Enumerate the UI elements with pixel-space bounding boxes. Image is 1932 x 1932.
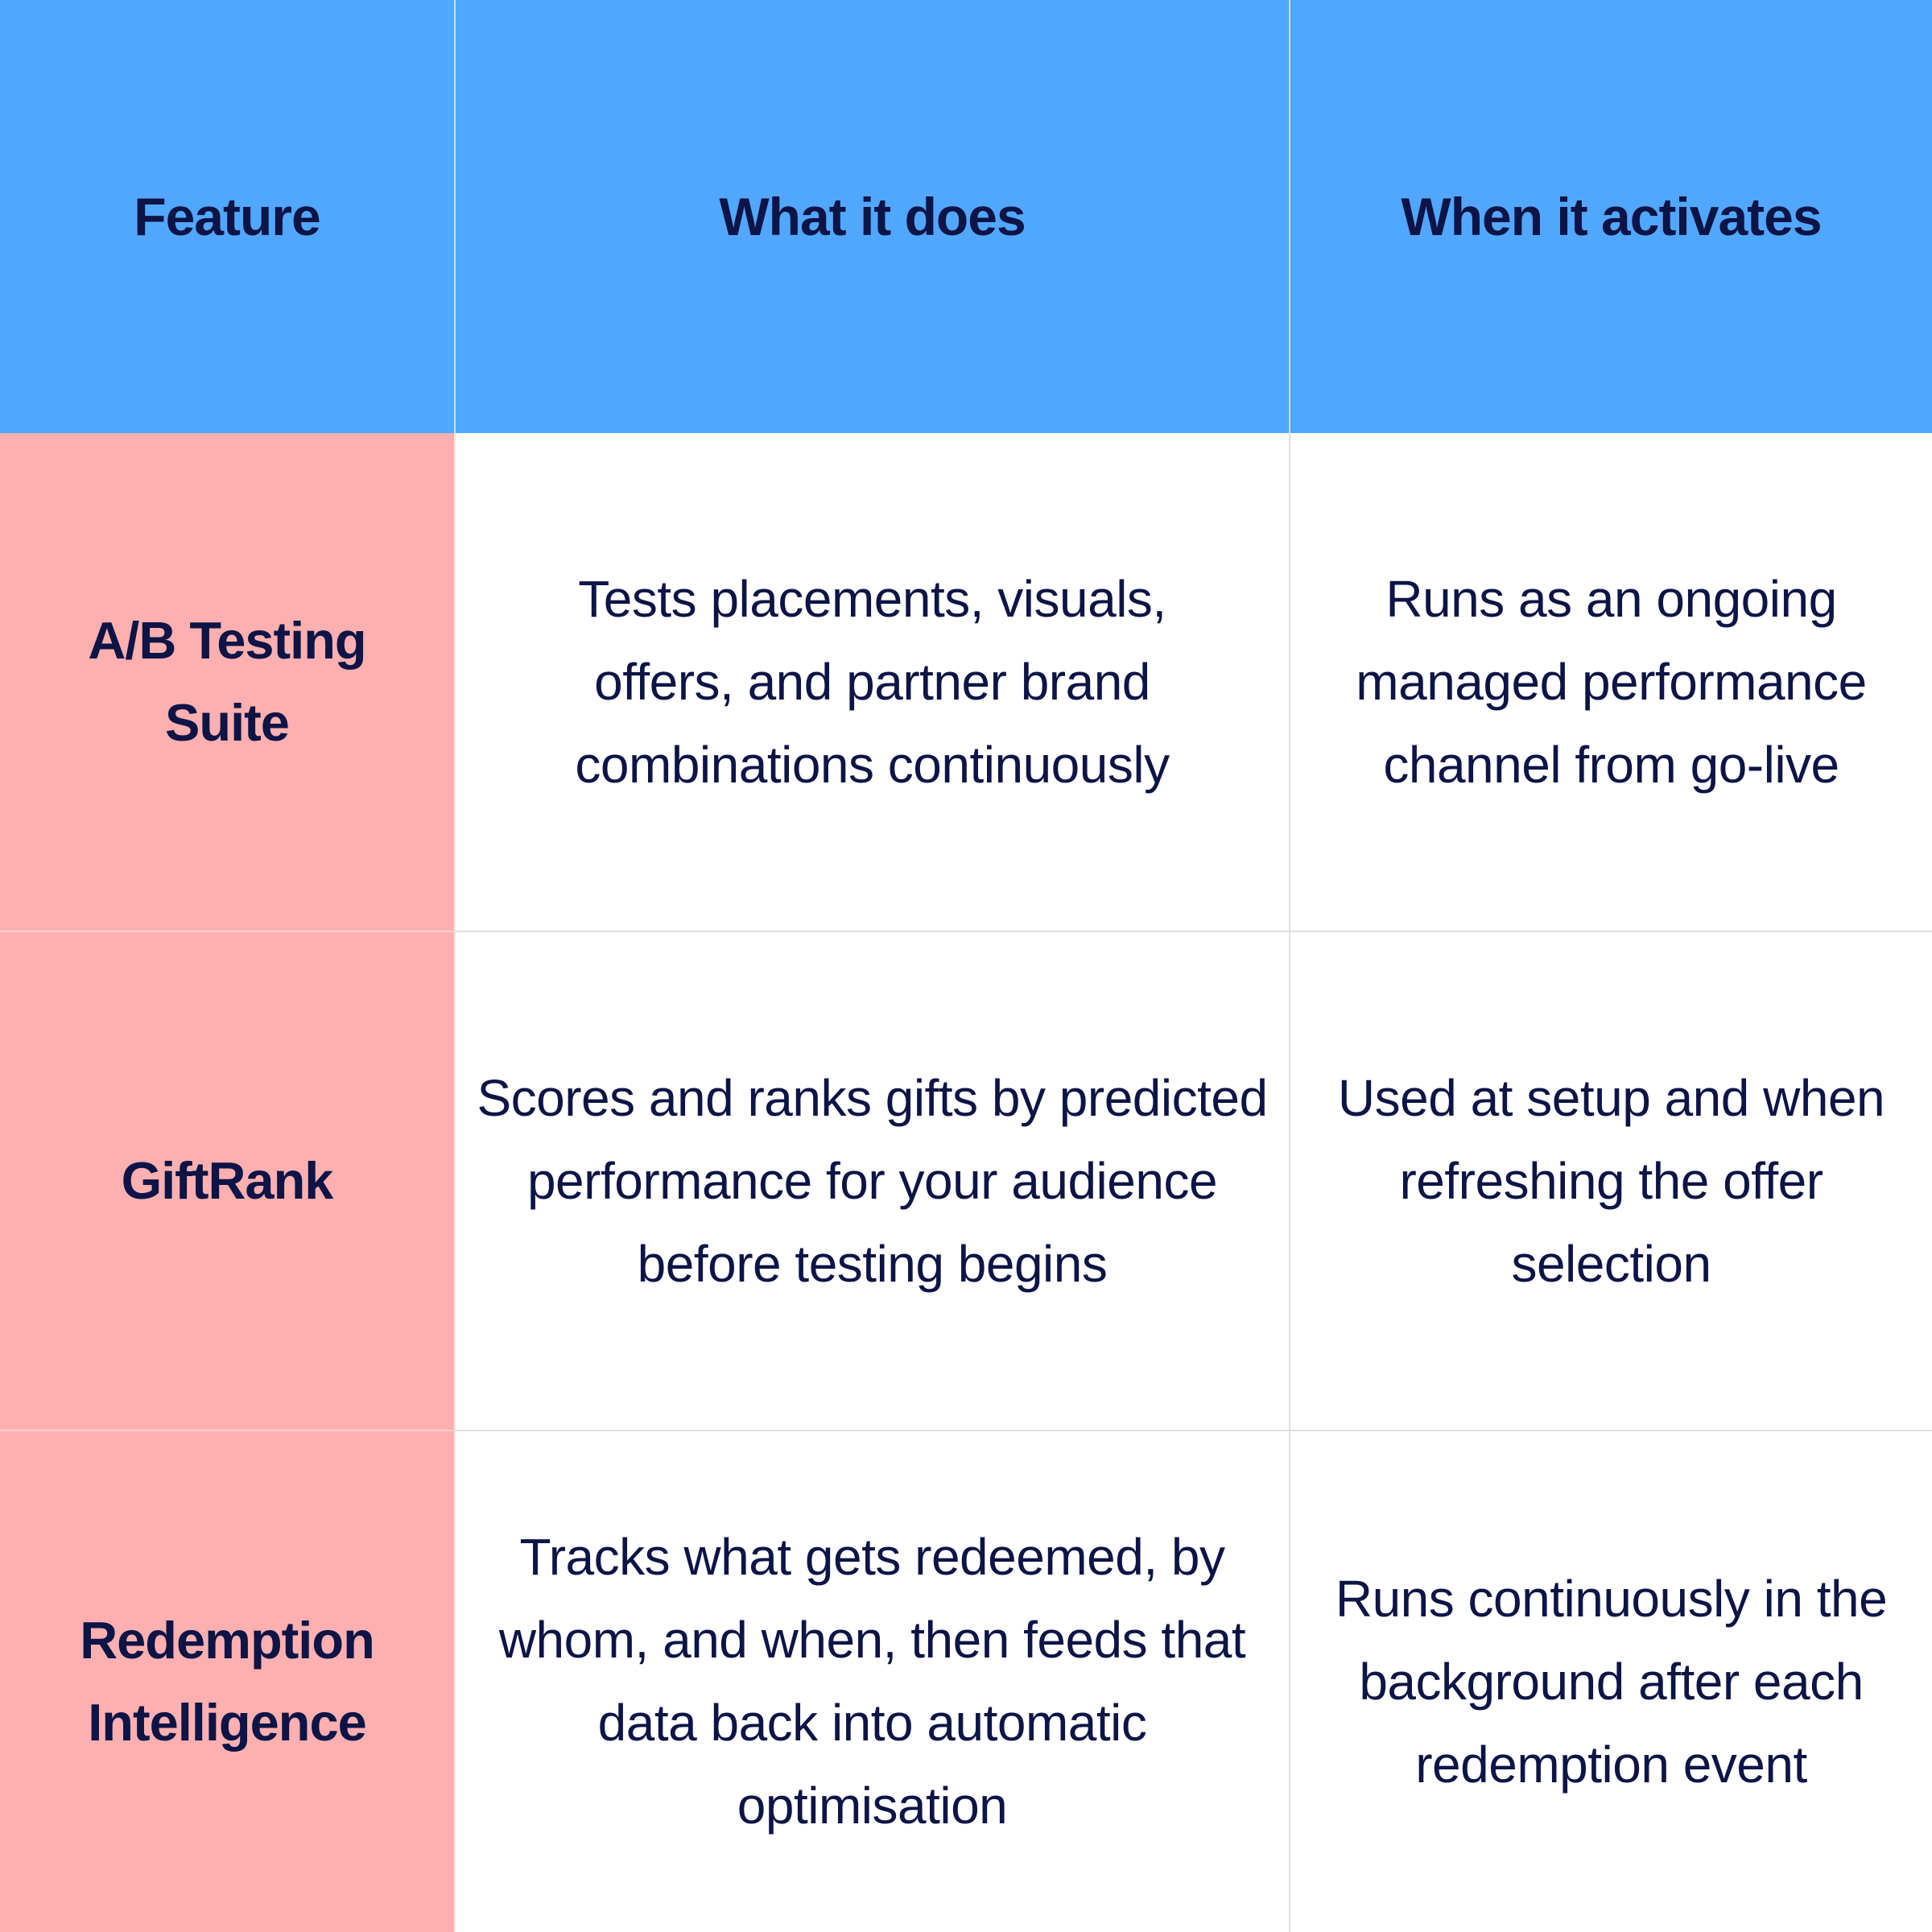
what-it-does-text: Tests placements, visuals, offers, and p… [575, 569, 1170, 794]
row-1-when: Runs as an ongoing managed performance c… [1290, 433, 1932, 932]
row-2-feature: GiftRank [0, 932, 456, 1431]
when-it-activates-text: Runs continuously in the background afte… [1335, 1569, 1888, 1794]
feature-name: GiftRank [121, 1151, 334, 1210]
row-3-when: Runs continuously in the background afte… [1290, 1431, 1932, 1932]
row-1-what: Tests placements, visuals, offers, and p… [456, 433, 1290, 932]
row-3-what: Tracks what gets redeemed, by whom, and … [456, 1431, 1290, 1932]
header-when-it-activates: When it activates [1290, 0, 1932, 433]
header-what-label: What it does [719, 187, 1026, 246]
row-3-feature: Redemption Intelligence [0, 1431, 456, 1932]
what-it-does-text: Tracks what gets redeemed, by whom, and … [498, 1528, 1246, 1835]
feature-name: Redemption Intelligence [80, 1611, 375, 1752]
when-it-activates-text: Runs as an ongoing managed performance c… [1356, 569, 1867, 794]
header-feature-label: Feature [134, 187, 320, 246]
row-2-when: Used at setup and when refreshing the of… [1290, 932, 1932, 1431]
feature-name: A/B Testing Suite [88, 611, 366, 752]
when-it-activates-text: Used at setup and when refreshing the of… [1337, 1068, 1885, 1293]
what-it-does-text: Scores and ranks gifts by predicted perf… [477, 1068, 1268, 1293]
row-2-what: Scores and ranks gifts by predicted perf… [456, 932, 1290, 1431]
header-feature: Feature [0, 0, 456, 433]
header-when-label: When it activates [1401, 187, 1822, 246]
row-1-feature: A/B Testing Suite [0, 433, 456, 932]
header-what-it-does: What it does [456, 0, 1290, 433]
